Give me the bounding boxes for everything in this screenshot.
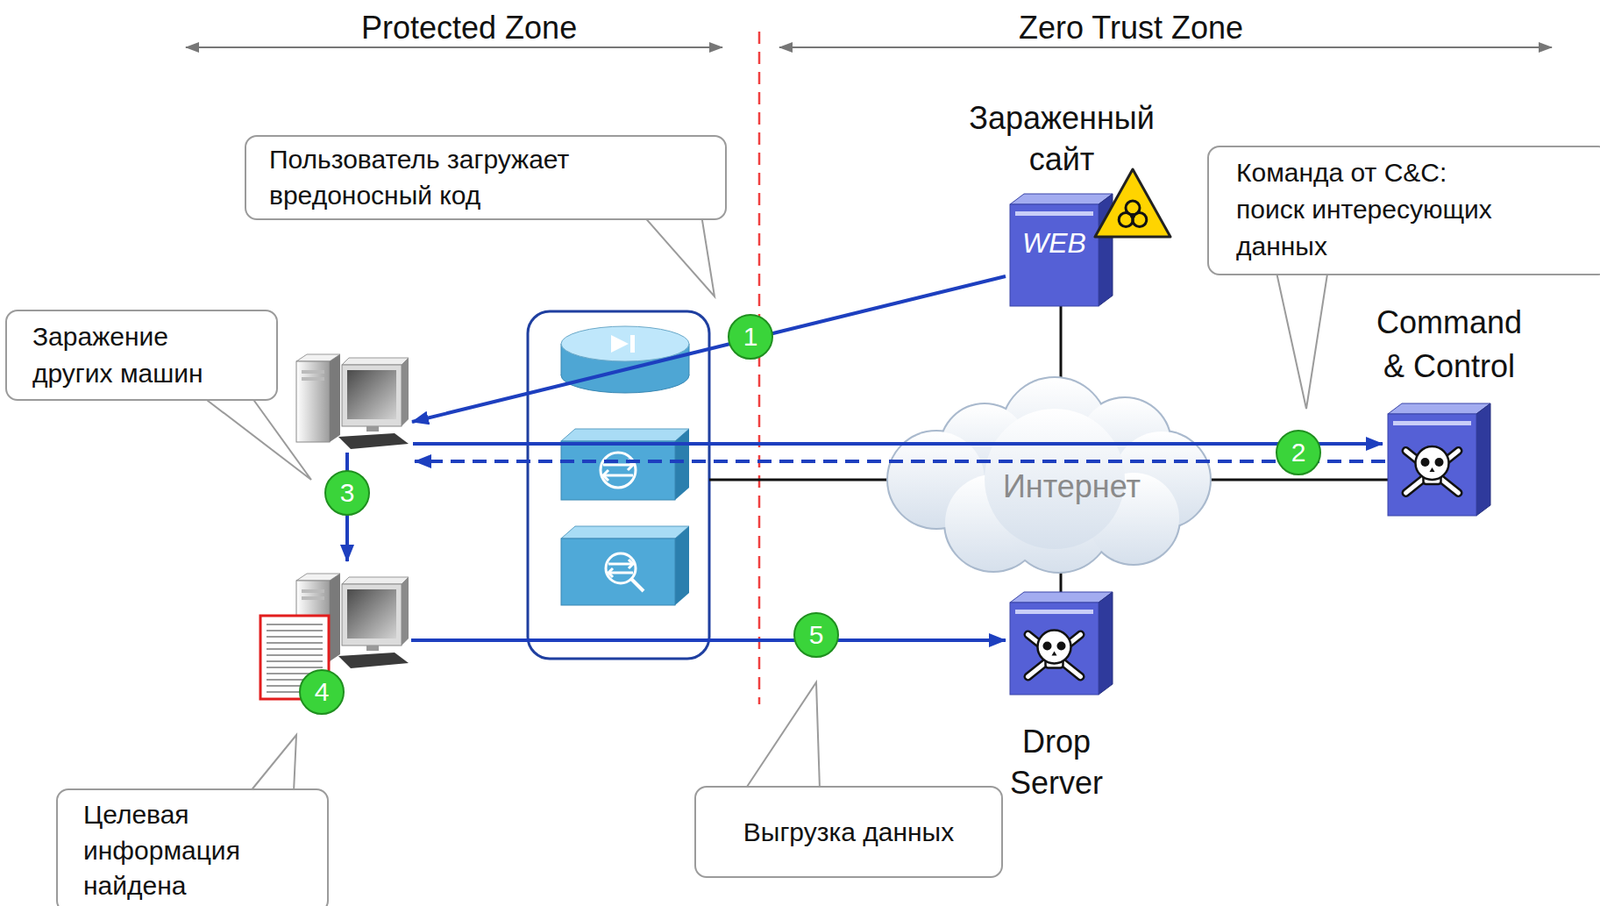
callout-text: Целевая информация найдена bbox=[83, 796, 259, 904]
server-label: Command & Control bbox=[1368, 300, 1531, 390]
zone-arrow bbox=[779, 46, 1552, 49]
flow-arrow bbox=[412, 441, 1383, 446]
zone-boundary bbox=[758, 31, 761, 704]
flow-arrow bbox=[411, 638, 1006, 642]
flow-arrow bbox=[412, 276, 1006, 422]
cloud-label: Интернет bbox=[888, 377, 1210, 505]
callout-text: Команда от C&C: поиск интересующих данны… bbox=[1236, 154, 1510, 265]
callout-box: Целевая информация найдена bbox=[56, 788, 329, 906]
zone-title: Zero Trust Zone bbox=[1011, 8, 1251, 47]
callout-number: 2 bbox=[1275, 429, 1322, 476]
server-label: Drop Server bbox=[986, 721, 1127, 804]
zone-title: Protected Zone bbox=[354, 8, 584, 47]
network-link bbox=[1209, 478, 1388, 482]
server-icon bbox=[1009, 591, 1113, 695]
callout-text: Выгрузка данных bbox=[743, 814, 954, 849]
callout-box: Заражение других машин bbox=[5, 309, 278, 401]
callout-number: 4 bbox=[298, 668, 345, 715]
callout-tail bbox=[745, 682, 820, 790]
callout-tail bbox=[249, 734, 297, 792]
server-label: Зараженный сайт bbox=[956, 98, 1167, 181]
callout-box: Выгрузка данных bbox=[694, 785, 1003, 878]
callout-number: 1 bbox=[727, 313, 774, 360]
callout-tail bbox=[642, 214, 715, 297]
web-server: Зараженный сайтWEB bbox=[952, 98, 1172, 306]
network-link bbox=[1059, 571, 1063, 592]
callout-tail bbox=[1275, 268, 1329, 409]
zone-arrow bbox=[185, 46, 723, 49]
callout-text: Пользователь загружает вредоносный код bbox=[269, 142, 690, 214]
callout-box: Пользователь загружает вредоносный код bbox=[244, 135, 727, 221]
callout-number: 5 bbox=[793, 611, 840, 658]
network-wire bbox=[709, 478, 891, 482]
internet-cloud: Интернет bbox=[888, 377, 1210, 572]
server-icon bbox=[1387, 403, 1491, 516]
callout-number: 3 bbox=[324, 469, 370, 516]
cc-server: Command & Control bbox=[1339, 300, 1559, 516]
flow-arrow bbox=[414, 459, 1386, 463]
server-badge-text: WEB bbox=[1009, 228, 1099, 257]
network-link bbox=[1059, 305, 1063, 378]
pc-icon bbox=[296, 354, 409, 449]
callout-text: Заражение других машин bbox=[32, 318, 226, 392]
callout-box: Команда от C&C: поиск интересующих данны… bbox=[1207, 145, 1600, 276]
ips-icon bbox=[561, 526, 690, 605]
drop-server: Drop Server bbox=[946, 591, 1167, 804]
biohazard-sign bbox=[1092, 166, 1174, 241]
switch-icon bbox=[561, 428, 690, 500]
callout-tail bbox=[199, 394, 312, 480]
security-group bbox=[527, 311, 710, 659]
